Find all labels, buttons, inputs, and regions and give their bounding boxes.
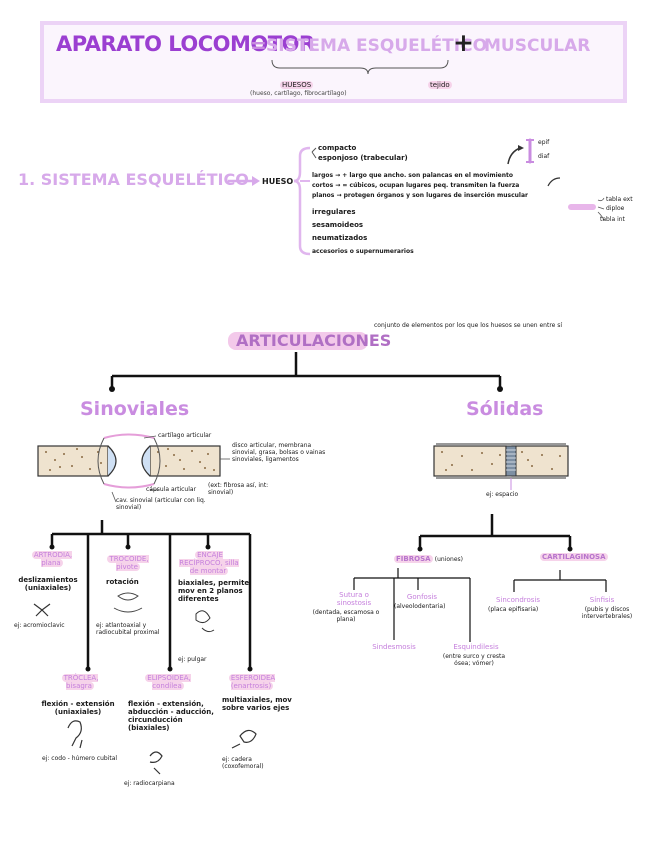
sutura-note: (dentada, escamosa o plana) [310,609,382,623]
fibrosa-label: FIBROSA (uniones) [394,555,463,563]
esquindilesis-label: Esquindilesis [448,643,504,651]
type-elipsoidea-desc: flexión - extensión, abducción - aducció… [128,700,218,732]
sinovial-label-disco: disco articular, membrana sinovial, gras… [232,442,332,463]
solidas-example: ej: espacio [486,491,518,498]
type-troclea-example: ej: codo - húmero cubital [42,755,117,762]
sinovial-label-capsula-note: (ext: fibrosa así, int: sinovial) [208,482,272,496]
type-esferoidea-desc: multiaxiales, mov sobre varios ejes [222,696,298,712]
type-troclea-desc: flexión - extensión (uniaxiales) [40,700,116,716]
solidas-title: Sólidas [466,398,544,420]
esquindilesis-note: (entre surco y cresta ósea; vómer) [436,653,512,667]
type-esferoidea-example: ej: cadera (coxofemoral) [222,756,282,770]
type-troclea-name: TRÓCLEA, bisagra [52,674,108,690]
type-encaje-example: ej: pulgar [178,656,207,663]
type-esferoidea-name: ESFEROIDEA (enartrosis) [222,674,282,690]
sinovial-label-cavidad: cav. sinovial (articular con liq. sinovi… [116,497,216,511]
type-trocoide-name: TROCOIDE, pivote [100,555,156,571]
gonfosis-label: Gonfosis [402,593,442,601]
type-trocoide-example: ej: atlantoaxial y radiocubital proximal [96,622,168,636]
type-encaje-desc: biaxiales, permite mov en 2 planos difer… [178,579,252,603]
sindesmosis-label: Sindesmosis [368,643,420,651]
gonfosis-note: (alveolodentaria) [394,603,445,610]
sinfisis-label: Sínfisis [584,596,620,604]
sinovial-label-capsula: cápsula articular [146,486,196,493]
type-elipsoidea-example: ej: radiocarpiana [124,780,175,787]
type-artrodia-desc: deslizamientos (uniaxiales) [16,576,80,592]
type-encaje-name: ENCAJE RECÍPROCO, silla de montar [176,551,242,575]
sincondrosis-note: (placa epifisaria) [488,606,538,613]
type-trocoide-desc: rotación [106,578,139,586]
sinfisis-note: (pubis y discos intervertebrales) [572,606,642,620]
type-elipsoidea-name: ELIPSOIDEA, condílea [140,674,196,690]
sinovial-label-cartilago: cartílago articular [158,432,211,439]
type-artrodia-example: ej: acromioclavic [14,622,65,629]
cartilaginosa-label: CARTILAGINOSA [540,553,608,561]
type-artrodia-name: ARTRODIA, plana [24,551,80,567]
sutura-label: Sutura o sinostosis [328,591,380,607]
sincondrosis-label: Sincondrosis [494,596,542,604]
sinoviales-title: Sinoviales [80,398,189,420]
